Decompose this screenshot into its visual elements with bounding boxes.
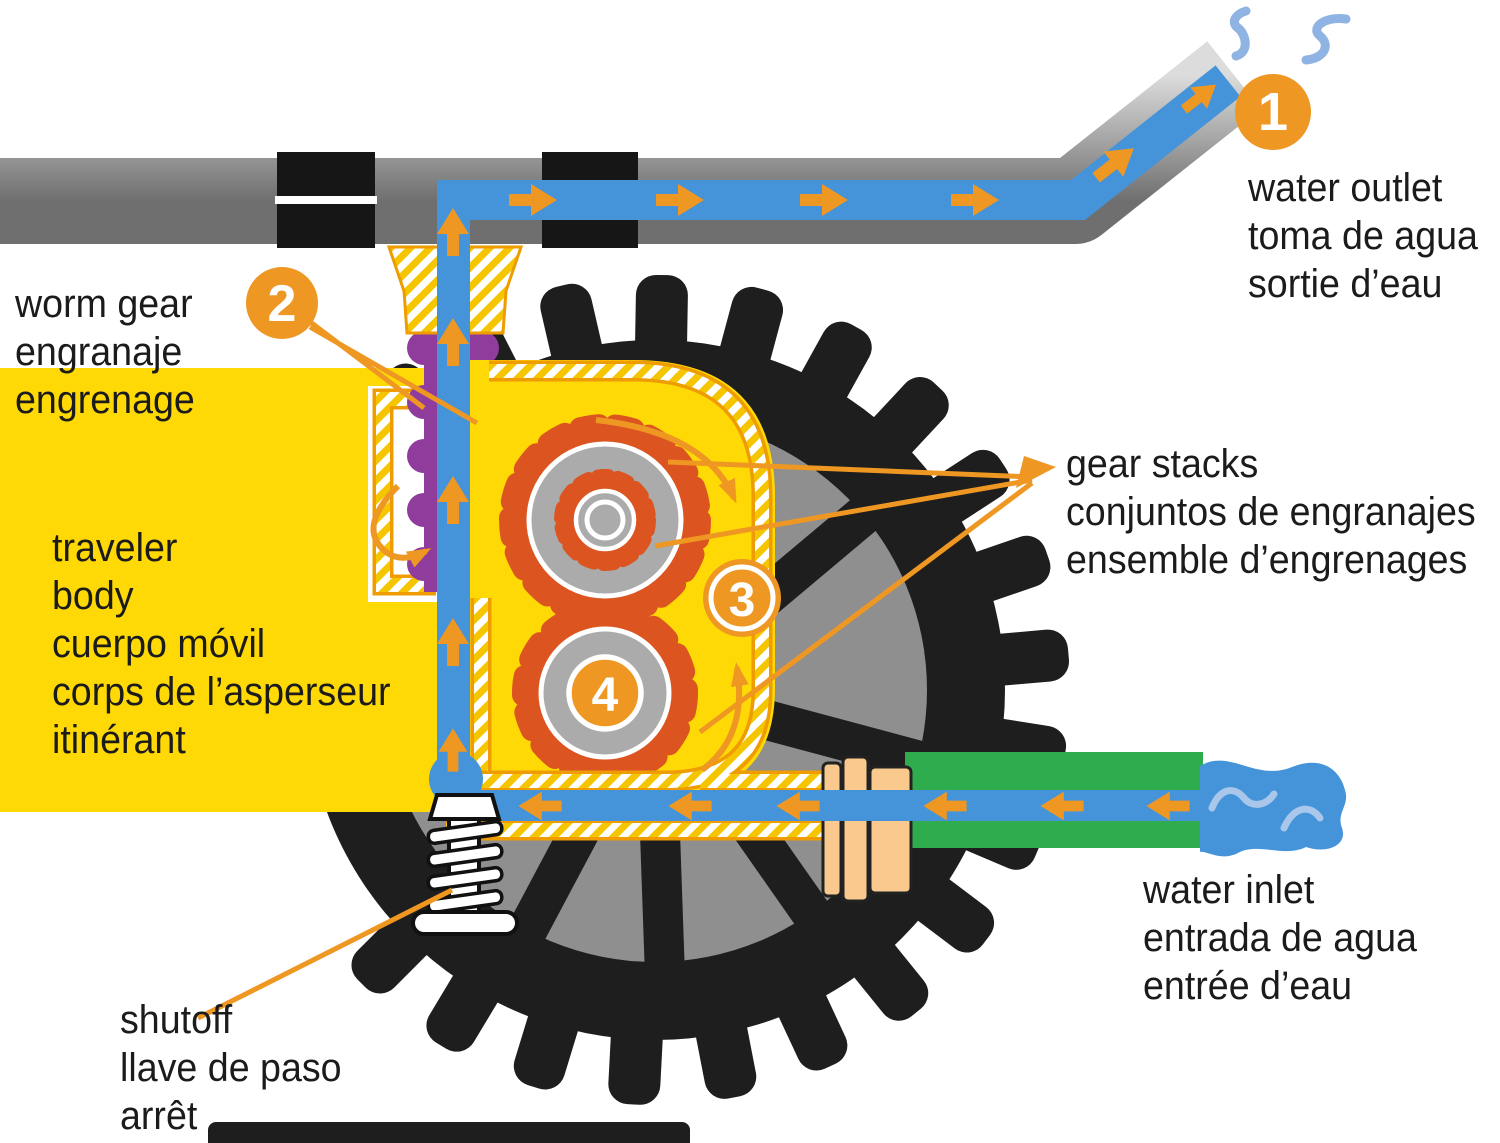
label-line: engranaje: [15, 330, 183, 374]
label-line: arrêt: [120, 1094, 198, 1138]
ground-bar: [208, 1122, 690, 1143]
traveler-body-panel: [0, 368, 437, 812]
outlet-water-channel: [437, 65, 1241, 220]
callout-2-badge: 2: [246, 267, 318, 339]
label-line: shutoff: [120, 998, 233, 1042]
leader-lines: [196, 316, 1034, 1021]
callout-4-badge: 4: [566, 654, 644, 732]
callout-badges: 1 2 3 4: [246, 74, 1311, 732]
label-line: traveler: [52, 526, 178, 570]
callout-1-number: 1: [1258, 82, 1288, 142]
label-line: gear stacks: [1066, 442, 1259, 486]
inlet-water-blob: [1200, 760, 1347, 857]
label-line: itinérant: [52, 718, 186, 762]
label-water-outlet: water outlet toma de agua sortie d’eau: [1248, 164, 1478, 308]
callout-2-number: 2: [268, 275, 297, 333]
callout-3-number: 3: [729, 574, 756, 627]
pipe-junction-bulb: [429, 752, 483, 806]
label-line: corps de l’asperseur: [52, 670, 391, 714]
label-line: water inlet: [1143, 868, 1315, 912]
label-line: worm gear: [15, 282, 193, 326]
label-line: conjuntos de engranajes: [1066, 490, 1476, 534]
gear-stacks-arrowhead-icon: [1016, 456, 1056, 488]
label-worm-gear: worm gear engranaje engrenage: [15, 280, 195, 424]
label-line: toma de agua: [1248, 214, 1478, 258]
label-gear-stacks: gear stacks conjuntos de engranajes ense…: [1066, 440, 1476, 584]
label-water-inlet: water inlet entrada de agua entrée d’eau: [1143, 866, 1417, 1010]
outlet-pipe: [0, 41, 1261, 248]
callout-1-badge: 1: [1235, 74, 1311, 150]
label-line: cuerpo móvil: [52, 622, 266, 666]
coupling-gap: [275, 196, 377, 204]
rotation-arrow-icons: [370, 417, 749, 773]
hose-coupling: [821, 755, 913, 903]
callout-3-badge: 3: [703, 559, 781, 637]
label-line: entrée d’eau: [1143, 964, 1353, 1008]
label-line: engrenage: [15, 378, 195, 422]
label-line: sortie d’eau: [1248, 262, 1443, 306]
label-traveler-body: traveler body cuerpo móvil corps de l’as…: [52, 524, 391, 764]
label-line: ensemble d’engrenages: [1066, 538, 1468, 582]
gear-stack-top: [499, 414, 711, 626]
label-line: llave de paso: [120, 1046, 342, 1090]
label-shutoff: shutoff llave de paso arrêt: [120, 996, 342, 1140]
label-line: entrada de agua: [1143, 916, 1417, 960]
outlet-spray-squiggles: [1229, 6, 1351, 65]
label-line: water outlet: [1248, 166, 1443, 210]
shutoff-valve: [411, 793, 519, 936]
inlet-water-squiggles: [1208, 787, 1324, 832]
callout-4-number: 4: [592, 669, 619, 722]
label-line: body: [52, 574, 134, 618]
housing-hatch-border: [446, 360, 842, 841]
